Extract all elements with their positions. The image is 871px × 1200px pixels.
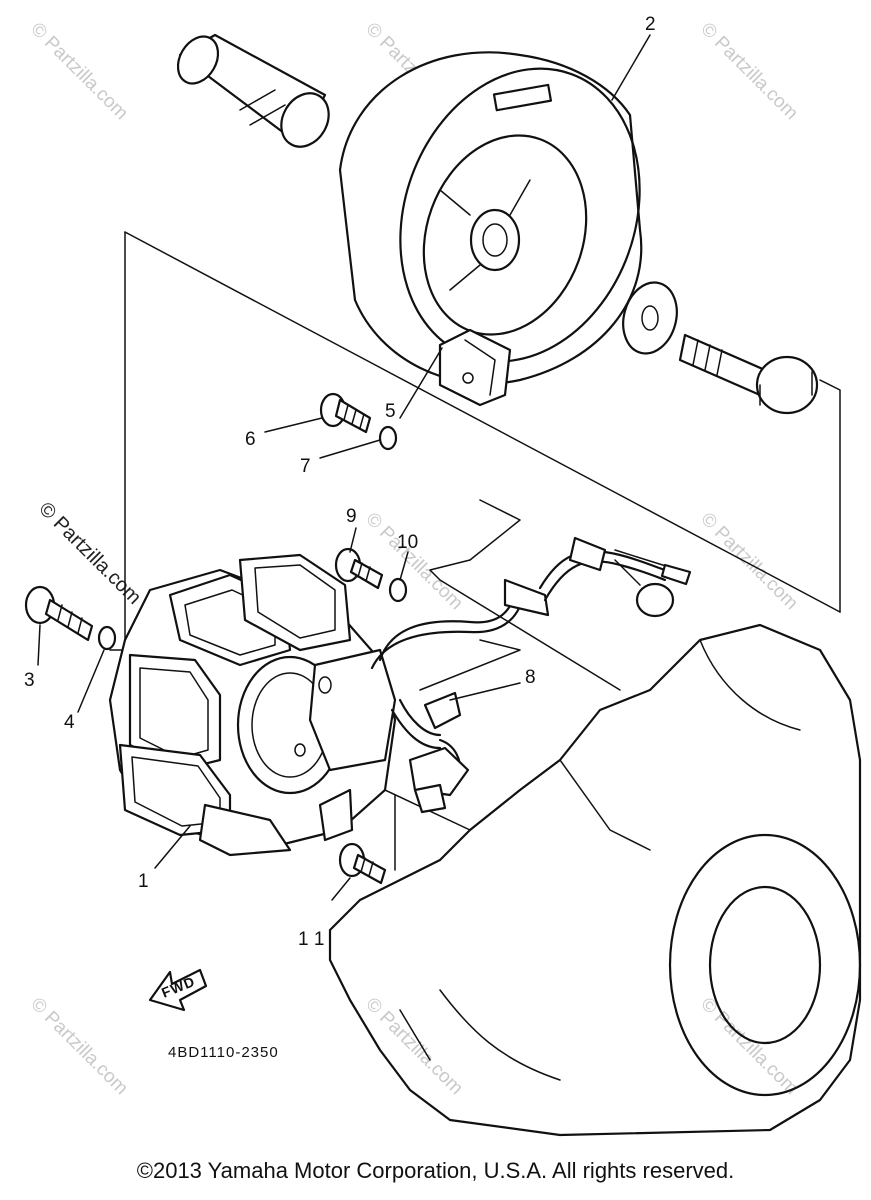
callout-10: 10 — [397, 532, 418, 553]
callout-9: 9 — [346, 506, 357, 527]
leader-lines — [37, 34, 651, 901]
copyright-notice: ©2013 Yamaha Motor Corporation, U.S.A. A… — [136, 1158, 735, 1183]
callout-1: 1 — [138, 871, 149, 892]
diagram-code: 4BD1110-2350 — [168, 1044, 279, 1061]
callout-6: 6 — [245, 429, 256, 450]
screw-3 — [24, 585, 94, 642]
callout-3: 3 — [24, 670, 35, 691]
watermark: © Partzilla.com — [696, 19, 801, 124]
callout-8: 8 — [525, 667, 536, 688]
washer-10 — [388, 577, 408, 603]
engine-crankcase — [328, 623, 862, 1137]
rotor-magnet-part — [176, 33, 330, 148]
stator-assembly — [108, 553, 397, 857]
callout-11: 1 1 — [298, 929, 324, 950]
wire-harness — [370, 536, 692, 670]
screw-6 — [319, 392, 372, 434]
washer-7 — [378, 425, 398, 451]
watermark: © Partzilla.com — [696, 509, 801, 614]
lead-clamp-8 — [390, 691, 470, 814]
callout-labels: 2 5 6 7 9 10 3 4 8 1 1 1 — [24, 14, 656, 950]
callout-7: 7 — [300, 456, 311, 477]
watermark: © Partzilla.com — [361, 509, 466, 614]
screw-11 — [338, 842, 387, 885]
callout-2: 2 — [645, 14, 656, 35]
watermark: © Partzilla.com — [696, 994, 801, 1099]
screw-9 — [334, 547, 384, 590]
washer-4 — [97, 625, 117, 651]
fwd-arrow: FWD — [148, 968, 208, 1012]
flywheel-washer — [622, 281, 678, 355]
watermark: © Partzilla.com — [26, 994, 131, 1099]
callout-4: 4 — [64, 712, 75, 733]
watermark: © Partzilla.com — [26, 19, 131, 124]
pickup-coil — [438, 328, 512, 407]
flywheel-bolt — [678, 333, 819, 415]
callout-5: 5 — [385, 401, 396, 422]
